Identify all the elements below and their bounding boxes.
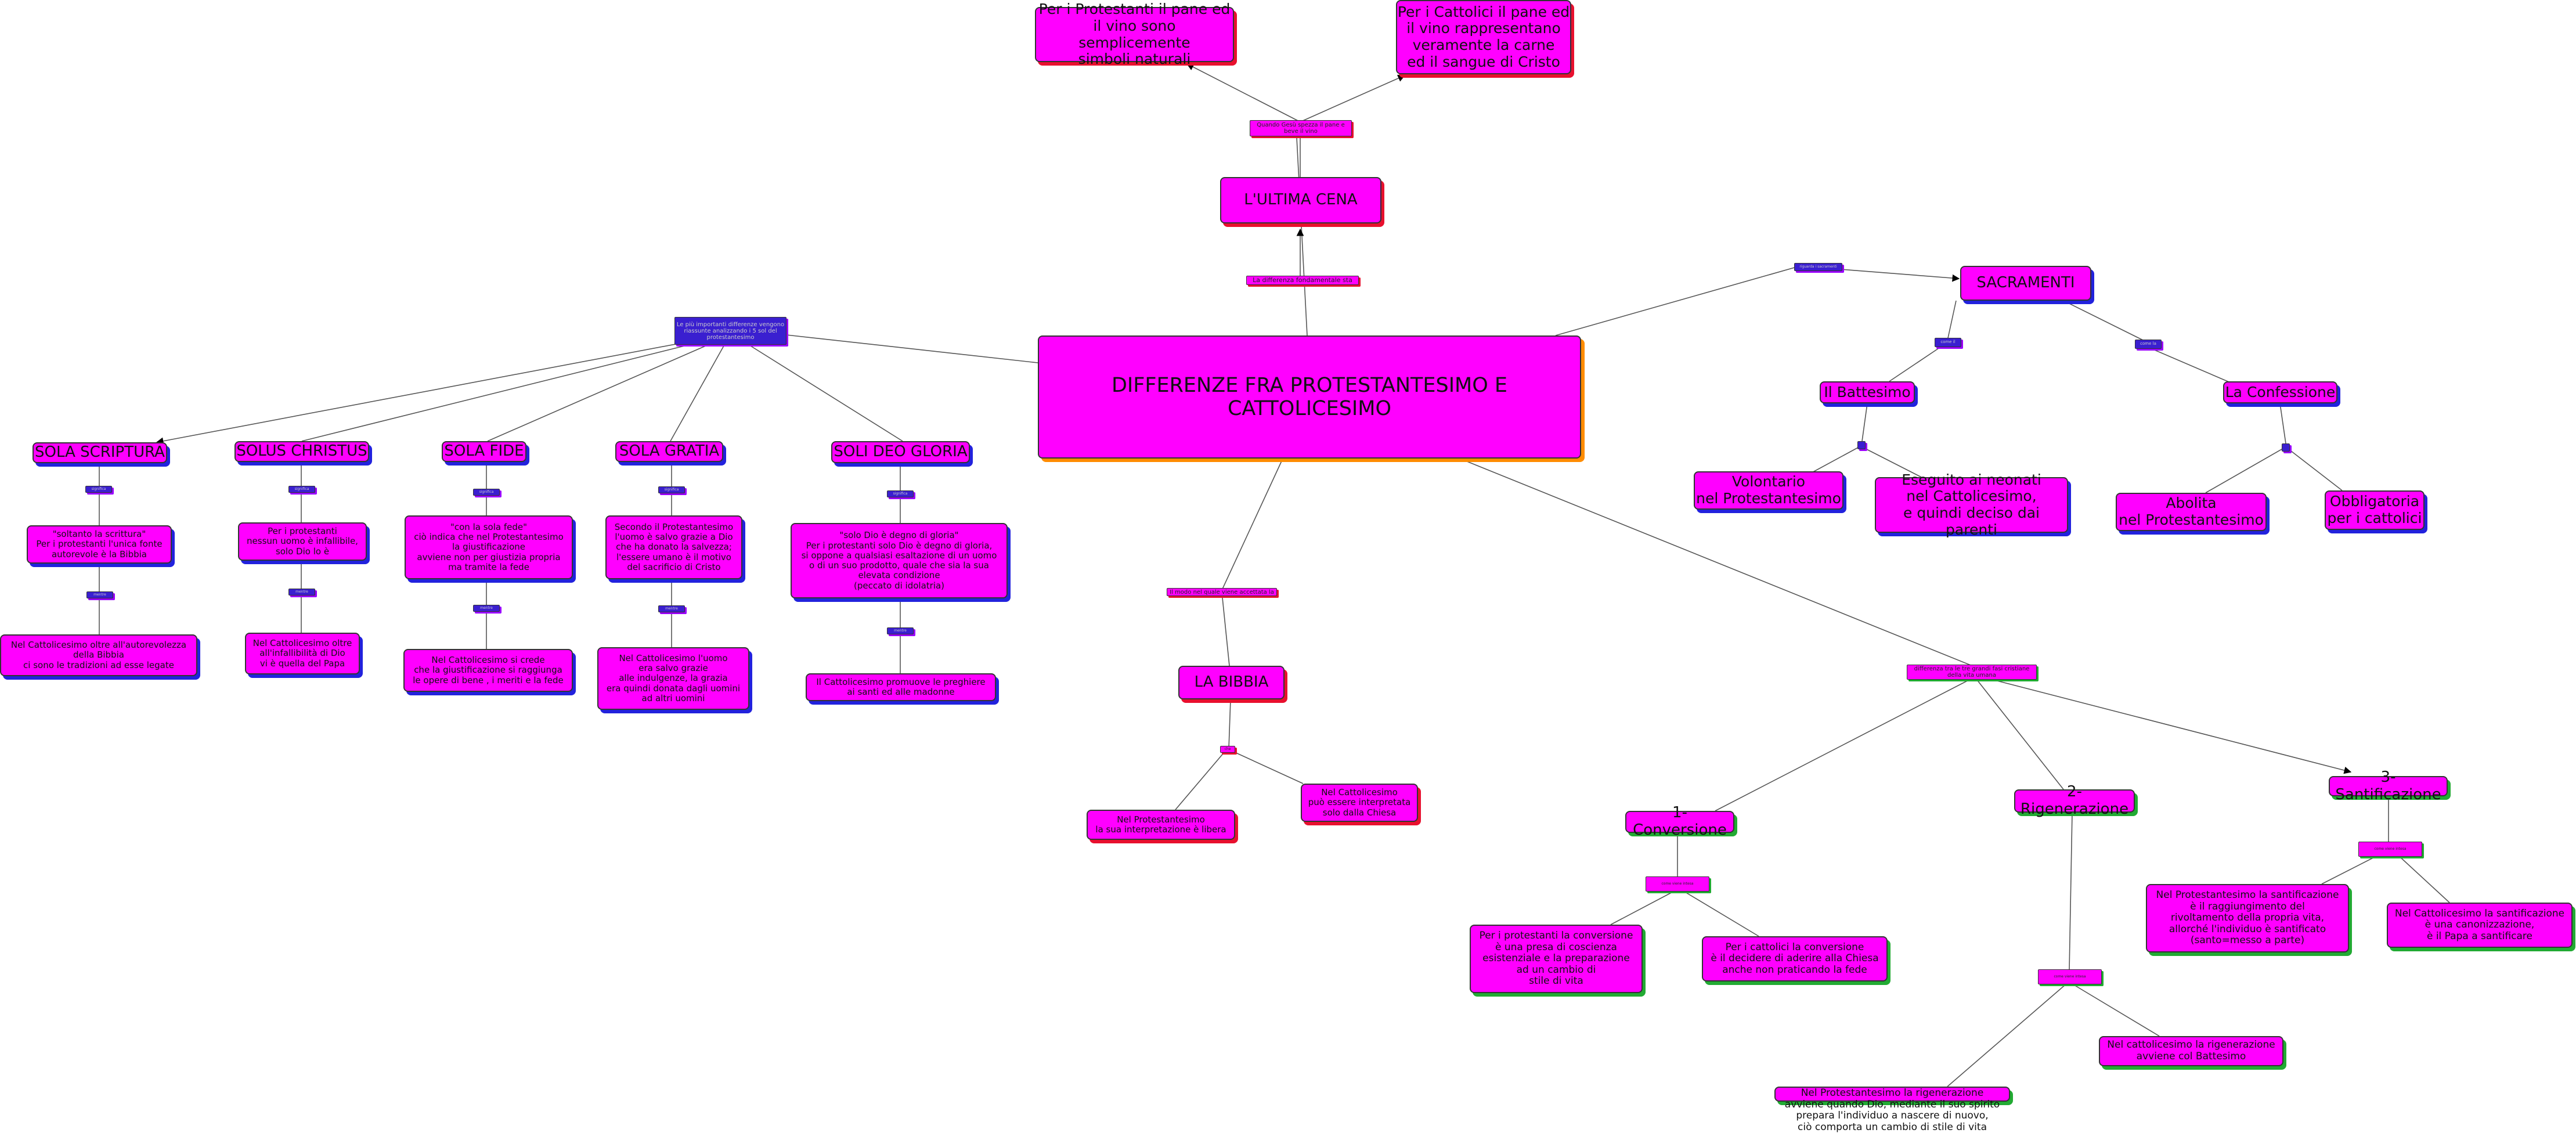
node-battesimo[interactable]: Il Battesimo bbox=[1820, 381, 1915, 403]
node-sola-scriptura[interactable]: SOLA SCRIPTURA bbox=[33, 442, 167, 463]
link-label-confessione[interactable]: come la bbox=[2135, 340, 2162, 349]
node-santificazione-prot[interactable]: Nel Protestantesimo la santificazione è … bbox=[2146, 884, 2349, 952]
node-sola-scriptura-catt[interactable]: Nel Cattolicesimo oltre all'autorevolezz… bbox=[0, 634, 197, 676]
node-solus-christus[interactable]: SOLUS CHRISTUS bbox=[234, 441, 369, 462]
link-dot-confessione bbox=[2282, 443, 2290, 452]
node-solus-christus-catt[interactable]: Nel Cattolicesimo oltre all'infallibilit… bbox=[245, 633, 360, 674]
node-sola-scriptura-desc[interactable]: "soltanto la scrittura" Per i protestant… bbox=[27, 525, 172, 564]
node-sola-gratia[interactable]: SOLA GRATIA bbox=[615, 441, 723, 462]
node-sola-fide-catt[interactable]: Nel Cattolicesimo si crede che la giusti… bbox=[403, 649, 573, 692]
node-bibbia-prot[interactable]: Nel Protestantesimo la sua interpretazio… bbox=[1087, 810, 1235, 840]
node-conversione-catt[interactable]: Per i cattolici la conversione è il deci… bbox=[1702, 936, 1888, 982]
link-label-rigenerazione-sub[interactable]: come viene intesa bbox=[2038, 969, 2102, 984]
link-label-sola-gratia-2[interactable]: mentre bbox=[658, 605, 685, 612]
link-label-bibbia[interactable]: Il modo nel quale viene accettata la bbox=[1167, 588, 1277, 596]
node-la-bibbia[interactable]: LA BIBBIA bbox=[1178, 666, 1285, 699]
node-rigenerazione-catt[interactable]: Nel cattolicesimo la rigenerazione avvie… bbox=[2099, 1036, 2283, 1066]
link-label-bibbia-sub[interactable]: che bbox=[1220, 746, 1235, 753]
node-cattolici-pane[interactable]: Per i Cattolici il pane ed il vino rappr… bbox=[1396, 0, 1571, 74]
node-sola-fide[interactable]: SOLA FIDE bbox=[442, 441, 526, 462]
link-label-conversione-sub[interactable]: come viene intesa bbox=[1646, 876, 1709, 892]
node-soli-deo-catt[interactable]: Il Cattolicesimo promuove le preghiere a… bbox=[806, 673, 996, 701]
node-soli-deo-desc[interactable]: "solo Dio è degno di gloria" Per i prote… bbox=[791, 523, 1008, 598]
link-label-sola-gratia-1[interactable]: significa bbox=[658, 486, 685, 493]
link-label-sola-scriptura-2[interactable]: mentre bbox=[86, 591, 113, 598]
node-obbligatoria[interactable]: Obbligatoria per i cattolici bbox=[2325, 490, 2425, 530]
node-confessione[interactable]: La Confessione bbox=[2223, 381, 2337, 403]
link-label-cena[interactable]: La differenza fondamentale sta bbox=[1246, 276, 1359, 285]
node-sola-gratia-desc[interactable]: Secondo il Protestantesimo l'uomo è salv… bbox=[605, 515, 742, 579]
link-label-sacramenti[interactable]: riguarda i sacramenti bbox=[1794, 263, 1842, 271]
central-topic[interactable]: DIFFERENZE FRA PROTESTANTESIMO E CATTOLI… bbox=[1038, 335, 1581, 459]
link-label-sola-fide-1[interactable]: significa bbox=[473, 489, 500, 496]
node-volontario[interactable]: Volontario nel Protestantesimo bbox=[1694, 471, 1843, 510]
link-label-santificazione-sub[interactable]: come viene intesa bbox=[2358, 842, 2422, 857]
node-sola-fide-desc[interactable]: "con la sola fede" ciò indica che nel Pr… bbox=[405, 515, 573, 579]
node-santificazione-catt[interactable]: Nel Cattolicesimo la santificazione è un… bbox=[2387, 903, 2573, 948]
node-rigenerazione-prot[interactable]: Nel Protestantesimo la rigenerazione avv… bbox=[1774, 1087, 2010, 1132]
link-label-battesimo[interactable]: come il bbox=[1935, 338, 1961, 347]
node-soli-deo-gloria[interactable]: SOLI DEO GLORIA bbox=[831, 441, 970, 463]
node-santificazione[interactable]: 3-Santificazione bbox=[2329, 768, 2448, 803]
node-rigenerazione[interactable]: 2-Rigenerazione bbox=[2014, 783, 2135, 818]
link-label-sola-scriptura-1[interactable]: significa bbox=[85, 486, 112, 493]
link-dot-battesimo bbox=[1857, 441, 1866, 449]
node-eseguito[interactable]: Eseguito ai neonati nel Cattolicesimo, e… bbox=[1875, 471, 2068, 538]
node-protestanti-pane[interactable]: Per i Protestanti il pane ed il vino son… bbox=[1035, 1, 1234, 67]
link-label-solus-christus-2[interactable]: mentre bbox=[288, 589, 315, 596]
node-abolita[interactable]: Abolita nel Protestantesimo bbox=[2116, 493, 2267, 531]
link-label-fasi[interactable]: differenza tra le tre grandi fasi cristi… bbox=[1907, 665, 2037, 680]
node-conversione[interactable]: 1-Conversione bbox=[1625, 804, 1734, 839]
node-sacramenti[interactable]: SACRAMENTI bbox=[1960, 266, 2091, 301]
link-label-soli-deo-1[interactable]: significa bbox=[887, 490, 914, 497]
node-sola-gratia-catt[interactable]: Nel Cattolicesimo l'uomo era salvo grazi… bbox=[597, 647, 749, 710]
link-label-soli-deo-2[interactable]: mentre bbox=[887, 627, 914, 634]
link-label-sola-fide-2[interactable]: mentre bbox=[473, 605, 500, 612]
link-label-solus-christus-1[interactable]: significa bbox=[288, 486, 315, 493]
link-label-cena-sub[interactable]: Quando Gesù spezza il pane e beve il vin… bbox=[1250, 120, 1352, 136]
connector-lines bbox=[99, 63, 2450, 1087]
link-label-principi[interactable]: Le più importanti differenze vengono ria… bbox=[674, 317, 786, 345]
node-bibbia-catt[interactable]: Nel Cattolicesimo può essere interpretat… bbox=[1301, 784, 1418, 822]
node-conversione-prot[interactable]: Per i protestanti la conversione è una p… bbox=[1470, 925, 1643, 993]
node-ultima-cena[interactable]: L'ULTIMA CENA bbox=[1220, 177, 1381, 223]
node-solus-christus-desc[interactable]: Per i protestanti nessun uomo è infallib… bbox=[238, 522, 367, 561]
